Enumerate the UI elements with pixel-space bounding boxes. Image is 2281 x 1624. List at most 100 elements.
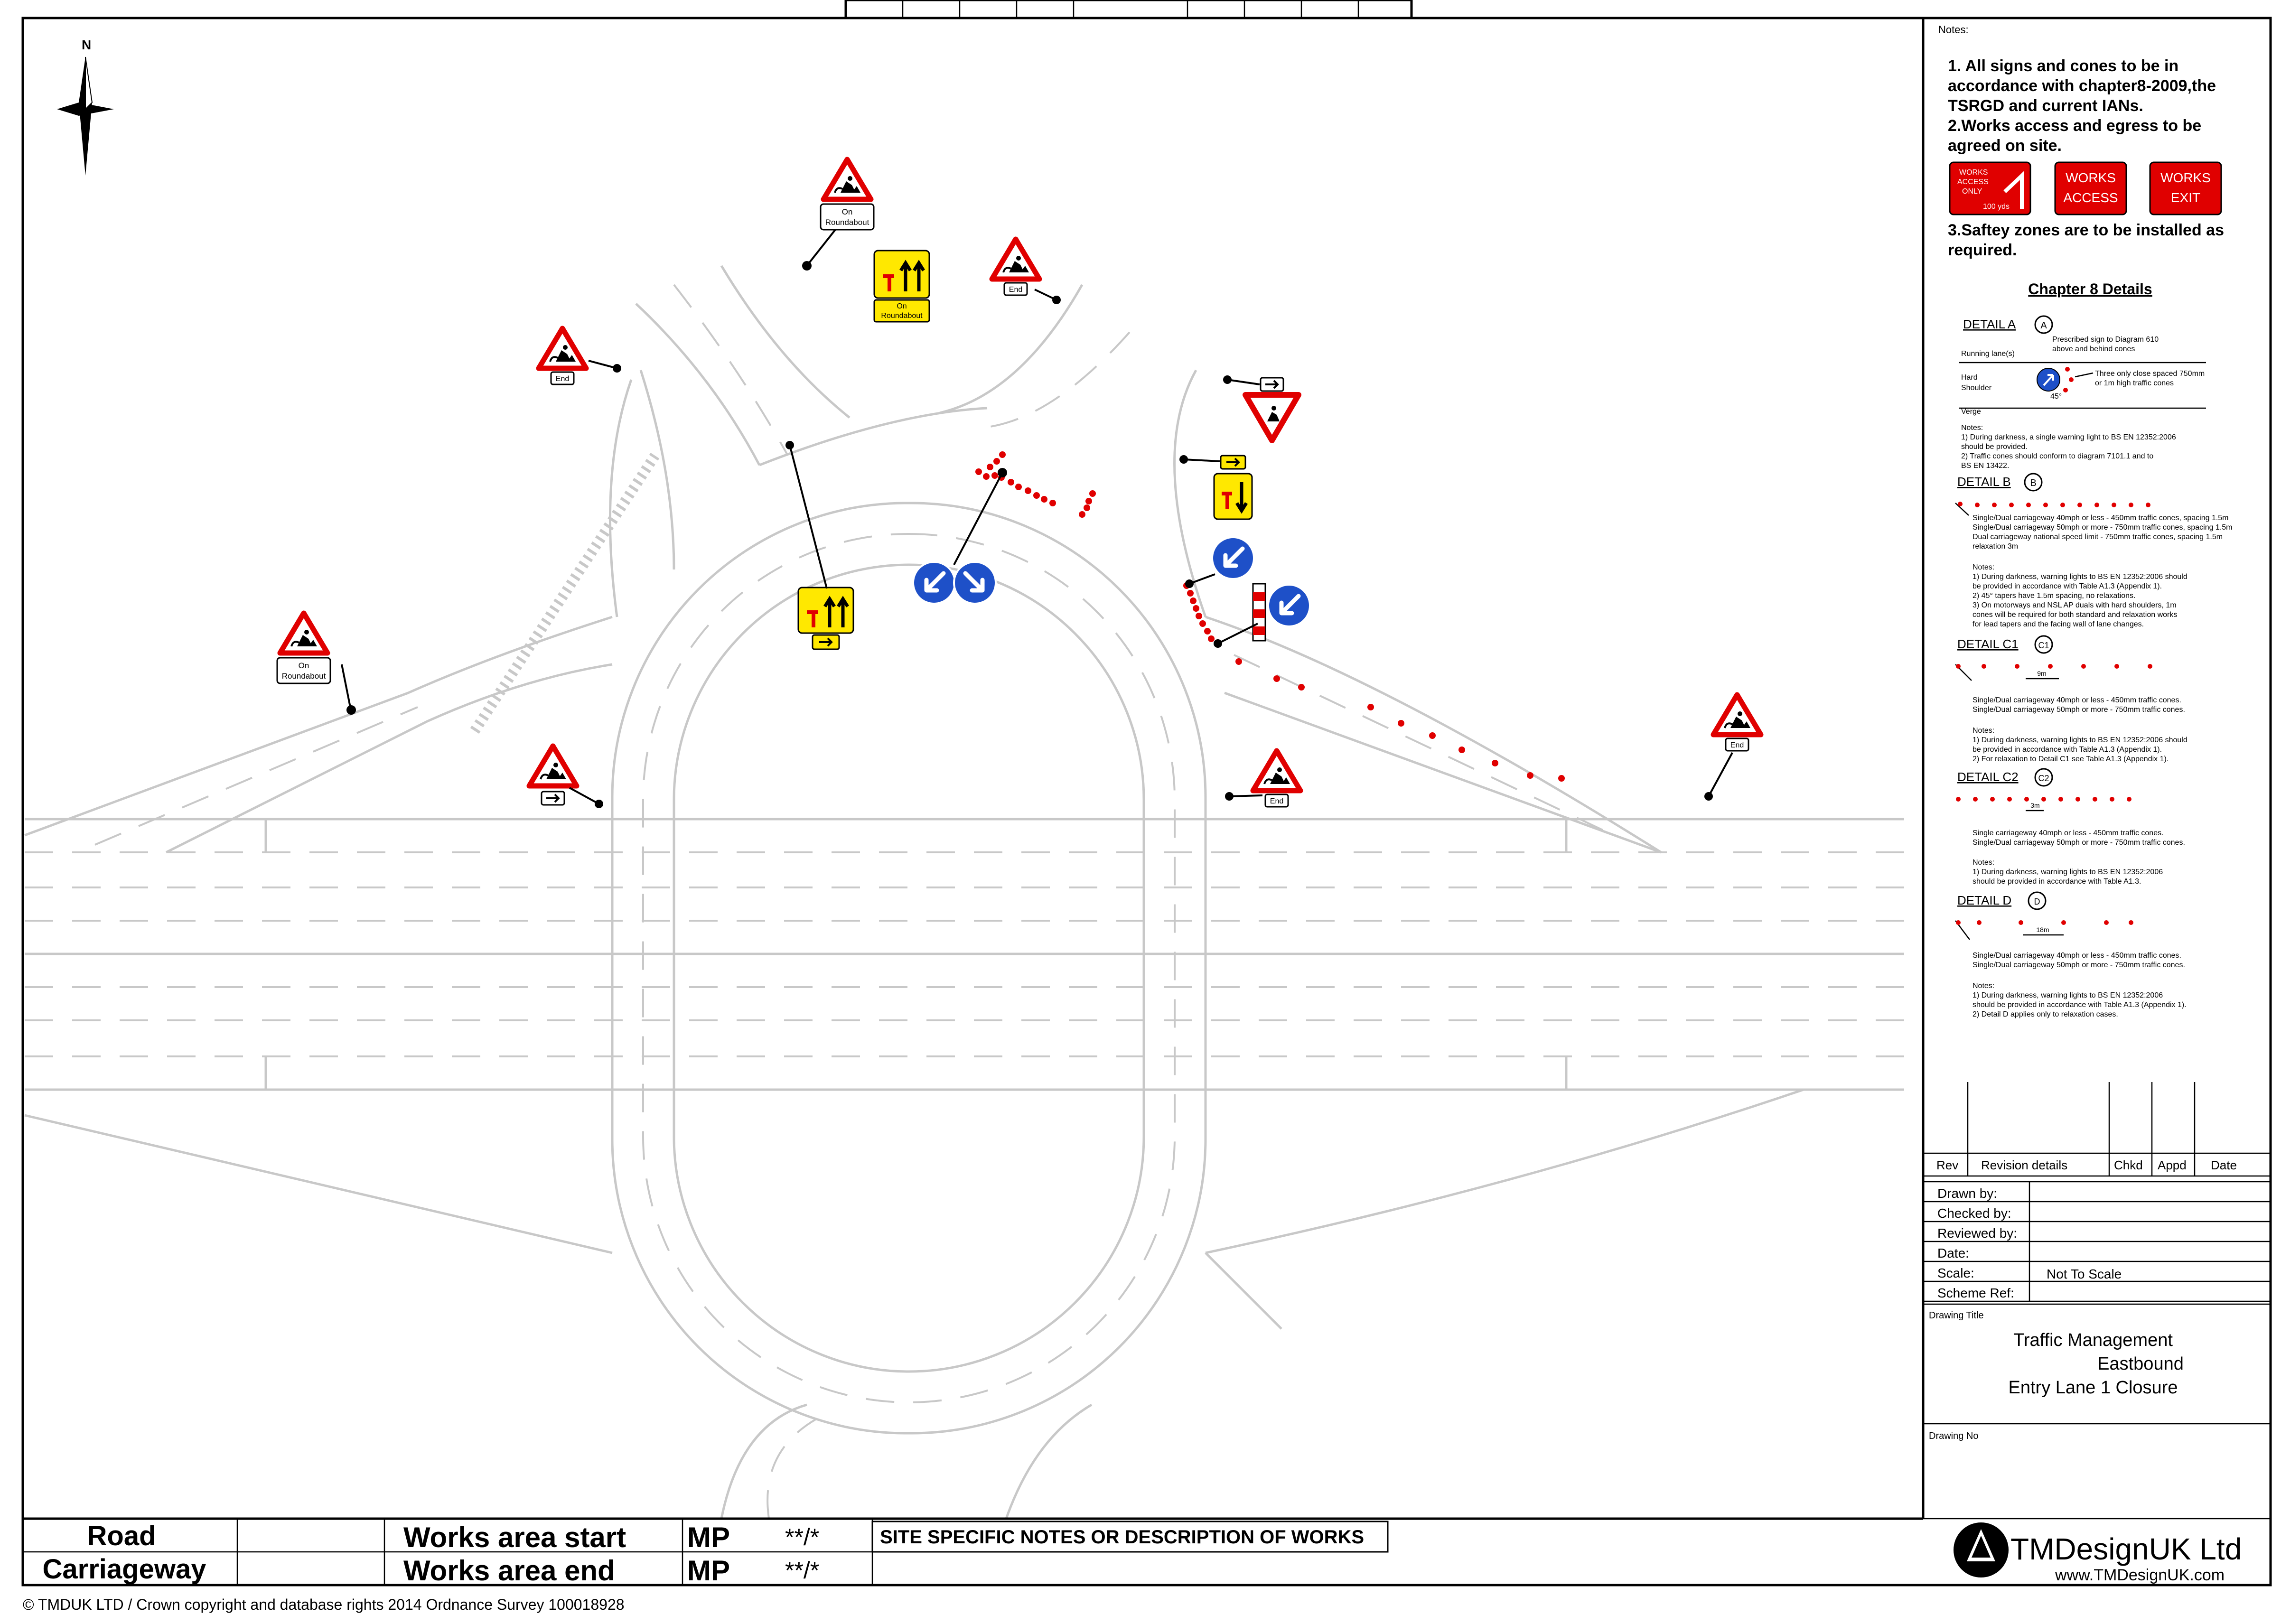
svg-text:Single/Dual carriageway 50mph: Single/Dual carriageway 50mph or more - … — [1973, 839, 2185, 847]
sign-roadworks-end-ne: End — [992, 239, 1039, 296]
svg-text:Three only close spaced 750mm: Three only close spaced 750mm — [2095, 370, 2205, 378]
traffic-cone — [1084, 504, 1090, 511]
sign-contraflow — [1213, 473, 1253, 520]
svg-text:Entry Lane 1 Closure: Entry Lane 1 Closure — [2009, 1378, 2178, 1398]
svg-text:TMDesignUK Ltd: TMDesignUK Ltd — [2010, 1532, 2242, 1566]
detail-d-cones — [1956, 920, 2133, 925]
svg-text:3m: 3m — [2030, 802, 2039, 809]
svg-text:Dual carriageway national spee: Dual carriageway national speed limit - … — [1973, 533, 2223, 541]
svg-text:above and behind cones: above and behind cones — [2052, 345, 2135, 353]
svg-text:Works area start: Works area start — [403, 1521, 626, 1553]
svg-text:1) During darkness, warning li: 1) During darkness, warning lights to BS… — [1973, 573, 2188, 581]
svg-text:Eastbound: Eastbound — [2097, 1354, 2184, 1374]
traffic-cone — [1429, 732, 1436, 739]
company-logo: TMDesignUK Ltd www.TMDesignUK.com — [1954, 1522, 2242, 1584]
bottom-table: Road Carriageway Works area start Works … — [23, 1517, 1923, 1587]
svg-text:Hard: Hard — [1961, 373, 1978, 382]
detail-c2-cones — [1956, 797, 2131, 802]
title-block: Drawn by: Checked by: Reviewed by: Date:… — [1923, 1181, 2271, 1520]
road-layout — [24, 265, 1904, 1519]
svg-text:18m: 18m — [2036, 926, 2049, 933]
traffic-cone — [987, 464, 993, 470]
svg-text:required.: required. — [1948, 241, 2017, 259]
svg-text:be provided in accordance with: be provided in accordance with Table A1.… — [1973, 746, 2162, 754]
svg-text:DETAIL A: DETAIL A — [1963, 317, 2016, 331]
sign-give-way-plate — [1260, 377, 1284, 392]
svg-text:Drawn by:: Drawn by: — [1937, 1186, 1997, 1201]
traffic-cone — [983, 473, 990, 480]
traffic-cone — [993, 458, 1000, 465]
traffic-cone — [1558, 775, 1565, 782]
svg-text:should be provided in accordan: should be provided in accordance with Ta… — [1973, 1001, 2187, 1009]
svg-text:Prescribed sign to Diagram 610: Prescribed sign to Diagram 610 — [2052, 336, 2159, 344]
svg-text:be provided in accordance with: be provided in accordance with Table A1.… — [1973, 582, 2162, 590]
svg-text:EXIT: EXIT — [2171, 190, 2200, 205]
svg-text:3.Saftey zones are to be insta: 3.Saftey zones are to be installed as — [1948, 221, 2224, 239]
svg-text:Shoulder: Shoulder — [1961, 384, 1992, 392]
works-exit-sign: WORKS EXIT — [2149, 161, 2222, 215]
traffic-cone — [1199, 620, 1206, 627]
svg-text:**/*: **/* — [785, 1524, 819, 1550]
sign-contraflow-plate — [1220, 455, 1246, 470]
svg-text:Carriageway: Carriageway — [43, 1554, 206, 1585]
traffic-cone — [1008, 479, 1014, 485]
svg-text:Chapter 8 Details: Chapter 8 Details — [2028, 280, 2152, 298]
traffic-cone — [1085, 498, 1092, 504]
svg-text:should be provided in accordan: should be provided in accordance with Ta… — [1973, 877, 2141, 886]
svg-text:Roundabout: Roundabout — [282, 672, 326, 681]
svg-text:WORKS: WORKS — [2066, 170, 2116, 185]
svg-text:accordance with chapter8-2009,: accordance with chapter8-2009,the — [1948, 77, 2216, 95]
svg-text:On: On — [299, 661, 309, 670]
chapter8-details: Chapter 8 Details DETAIL A A Prescribed … — [1955, 280, 2233, 1018]
svg-text:Traffic Management: Traffic Management — [2013, 1330, 2173, 1350]
svg-text:Single/Dual carriageway 40mph: Single/Dual carriageway 40mph or less - … — [1973, 514, 2229, 522]
svg-text:45°: 45° — [2050, 392, 2062, 401]
traffic-cone — [1079, 511, 1085, 518]
svg-text:www.TMDesignUK.com: www.TMDesignUK.com — [2055, 1566, 2225, 1584]
traffic-cone — [1298, 684, 1305, 691]
svg-text:WORKS: WORKS — [2160, 170, 2211, 185]
traffic-cone — [975, 468, 982, 475]
svg-text:DETAIL B: DETAIL B — [1957, 475, 2011, 489]
sign-lane-closure-on-roundabout: On Roundabout — [873, 250, 930, 323]
svg-text:End: End — [1270, 797, 1283, 805]
traffic-cone — [1367, 704, 1374, 710]
detail-c1-cones — [1956, 664, 2152, 669]
svg-text:Appd: Appd — [2158, 1158, 2187, 1172]
drawing-frame — [21, 17, 2272, 1587]
traffic-cone — [1187, 590, 1194, 597]
svg-text:1) During darkness, warning li: 1) During darkness, warning lights to BS… — [1973, 991, 2163, 999]
svg-text:Verge: Verge — [1961, 408, 1981, 416]
svg-text:Date:: Date: — [1937, 1246, 1969, 1260]
svg-text:Scheme Ref:: Scheme Ref: — [1937, 1286, 2014, 1300]
svg-text:BS EN 13422.: BS EN 13422. — [1961, 462, 2009, 470]
svg-text:Reviewed by:: Reviewed by: — [1937, 1226, 2017, 1241]
works-access-only-sign: WORKS ACCESS ONLY 100 yds — [1949, 161, 2031, 215]
svg-text:Drawing No: Drawing No — [1929, 1431, 1978, 1441]
svg-text:3) On motorways and NSL AP dua: 3) On motorways and NSL AP duals with ha… — [1973, 601, 2177, 609]
svg-text:2) Detail D applies only to re: 2) Detail D applies only to relaxation c… — [1973, 1010, 2118, 1018]
sign-give-way-roadworks — [1245, 395, 1299, 440]
svg-text:Single/Dual carriageway 40mph: Single/Dual carriageway 40mph or less - … — [1973, 696, 2181, 704]
svg-text:Checked by:: Checked by: — [1937, 1206, 2011, 1221]
traffic-cone — [1049, 500, 1056, 506]
svg-text:9m: 9m — [2037, 670, 2046, 677]
works-access-sign: WORKS ACCESS — [2054, 161, 2127, 215]
svg-text:DETAIL C2: DETAIL C2 — [1957, 770, 2019, 784]
svg-text:Rev: Rev — [1936, 1158, 1958, 1172]
svg-text:relaxation 3m: relaxation 3m — [1973, 542, 2018, 551]
traffic-cone — [1208, 635, 1215, 642]
sign-keep-left — [1212, 537, 1254, 579]
svg-text:100 yds: 100 yds — [1983, 203, 2010, 211]
sign-roadworks-on-roundabout-north: On Roundabout — [820, 159, 875, 231]
svg-text:MP: MP — [687, 1555, 730, 1587]
traffic-cone — [1527, 772, 1533, 779]
svg-text:TSRGD and current IANs.: TSRGD and current IANs. — [1948, 97, 2143, 115]
svg-text:2) For relaxation to Detail C1: 2) For relaxation to Detail C1 see Table… — [1973, 755, 2169, 763]
sign-roadworks-end-se: End — [1253, 751, 1300, 808]
svg-text:B: B — [2030, 478, 2036, 488]
svg-text:Roundabout: Roundabout — [825, 218, 869, 227]
svg-text:Road: Road — [87, 1521, 156, 1551]
traffic-cone — [1190, 597, 1197, 604]
svg-text:Single/Dual carriageway 50mph: Single/Dual carriageway 50mph or more - … — [1973, 523, 2233, 532]
